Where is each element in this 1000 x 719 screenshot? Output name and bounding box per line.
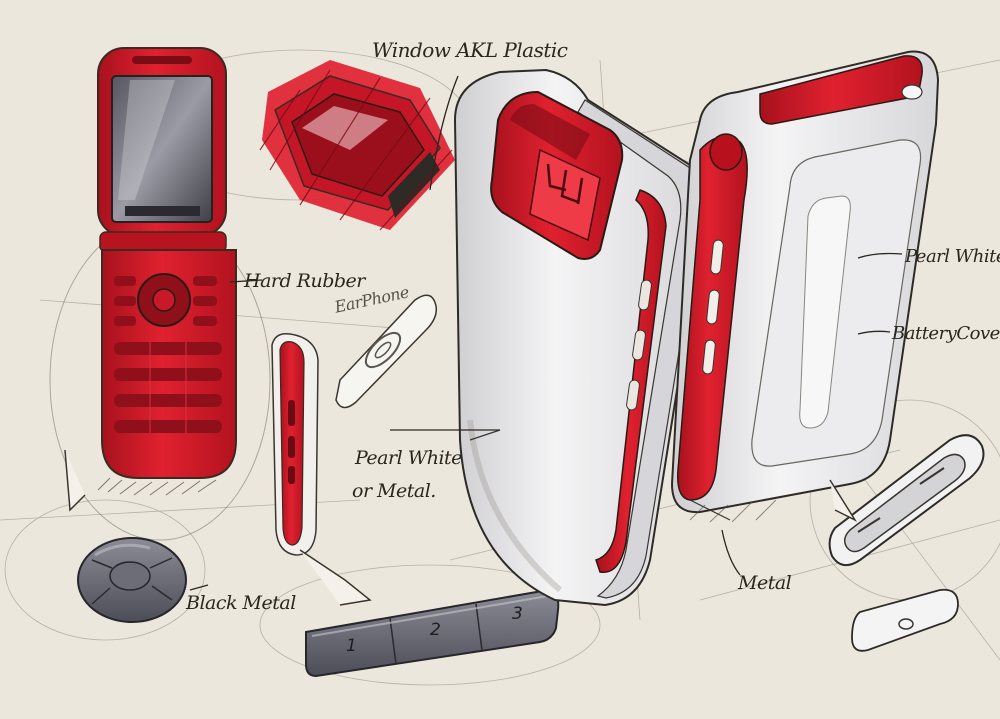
- annotation-battery-cover: BatteryCover: [892, 323, 1000, 344]
- key-label-1: 1: [346, 636, 357, 656]
- annotation-pearl-white-or-metal-line2: or Metal.: [352, 480, 436, 502]
- earphone-part: [335, 294, 438, 409]
- closed-phone-three-quarter-view: [453, 68, 706, 607]
- annotation-hard-rubber: Hard Rubber: [244, 270, 365, 292]
- key-label-2: 2: [430, 620, 441, 640]
- annotation-window-akl-plastic: Window AKL Plastic: [372, 38, 568, 62]
- annotation-pearl-white-or-metal-line1: Pearl White: [355, 447, 462, 469]
- phone-rear-view: [670, 50, 940, 523]
- flip-phone-front-view: [49, 47, 271, 541]
- phone-side-profile: [271, 332, 372, 606]
- window-plastic-part: [259, 60, 455, 231]
- side-key-detail: [828, 434, 985, 652]
- annotation-pearl-white-right: Pearl White: [905, 246, 1000, 267]
- key-label-3: 3: [512, 604, 523, 624]
- black-metal-nav-key: [77, 537, 187, 623]
- annotation-metal: Metal: [738, 572, 792, 594]
- annotation-black-metal: Black Metal: [186, 592, 296, 614]
- leader-lines: [189, 75, 903, 591]
